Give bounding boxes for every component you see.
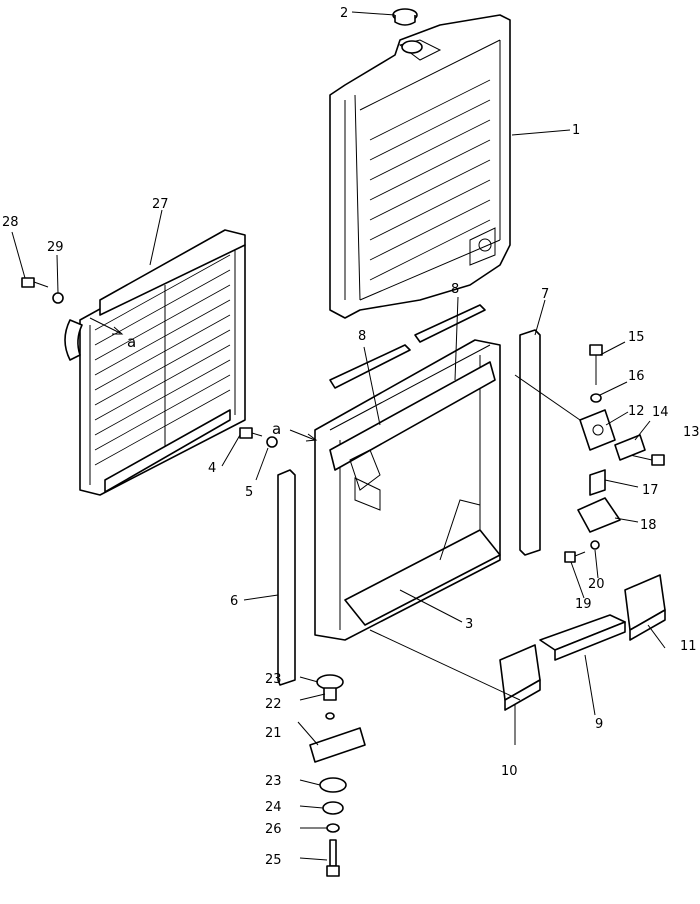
callout-12: 12 xyxy=(628,404,645,419)
callout-8b: 8 xyxy=(451,282,459,297)
seal-strip-7 xyxy=(519,329,541,556)
callout-18: 18 xyxy=(640,518,657,533)
washer-16 xyxy=(590,393,602,403)
block-11 xyxy=(624,574,666,641)
callout-28: 28 xyxy=(2,215,19,230)
callout-23a: 23 xyxy=(265,672,282,687)
callout-16: 16 xyxy=(628,369,645,384)
bolt-13 xyxy=(629,454,665,466)
callout-8a: 8 xyxy=(358,329,366,344)
callout-15: 15 xyxy=(628,330,645,345)
ref-a-2: a xyxy=(272,420,281,438)
bolt-28 xyxy=(21,277,49,288)
callout-23b: 23 xyxy=(265,774,282,789)
callout-29: 29 xyxy=(47,240,64,255)
callout-10: 10 xyxy=(501,764,518,779)
block-9 xyxy=(539,614,626,661)
callout-2: 2 xyxy=(340,6,348,21)
callout-17: 17 xyxy=(642,483,659,498)
callout-13: 13 xyxy=(683,425,700,440)
washer-20 xyxy=(590,540,600,550)
bracket-18 xyxy=(577,497,621,533)
radiator-cap xyxy=(392,8,418,26)
callout-4: 4 xyxy=(208,461,216,476)
callout-14: 14 xyxy=(652,405,669,420)
callout-6: 6 xyxy=(230,594,238,609)
callout-24: 24 xyxy=(265,800,282,815)
seal-strip-6 xyxy=(277,469,296,686)
ref-a-1: a xyxy=(127,333,136,351)
bolt-4 xyxy=(239,427,263,439)
callout-27: 27 xyxy=(152,197,169,212)
callout-25: 25 xyxy=(265,853,282,868)
rubber-strip-8b xyxy=(414,304,486,343)
washer-5 xyxy=(266,436,278,448)
reference-a-marks: a a xyxy=(89,317,318,442)
mount-stack xyxy=(309,674,366,877)
radiator-frame xyxy=(314,339,501,641)
callout-1: 1 xyxy=(572,123,580,138)
plate-14 xyxy=(614,434,646,461)
callout-26: 26 xyxy=(265,822,282,837)
side-cooler xyxy=(64,229,246,496)
callout-3: 3 xyxy=(465,617,473,632)
callout-19: 19 xyxy=(575,597,592,612)
callout-9: 9 xyxy=(595,717,603,732)
callout-11: 11 xyxy=(680,639,697,654)
block-10 xyxy=(499,644,541,711)
callout-21: 21 xyxy=(265,726,282,741)
bolt-15 xyxy=(589,344,603,385)
radiator-core xyxy=(329,14,511,319)
callout-20: 20 xyxy=(588,577,605,592)
leader-lines xyxy=(11,11,666,861)
washer-29 xyxy=(52,292,64,304)
rubber-strip-8a xyxy=(329,344,411,389)
collar-17 xyxy=(589,469,606,496)
bracket-12 xyxy=(579,409,616,451)
bolt-19 xyxy=(564,551,586,563)
callout-7: 7 xyxy=(541,287,549,302)
callout-5: 5 xyxy=(245,485,253,500)
callout-labels: 1 2 3 4 5 6 7 8 8 9 10 11 12 13 14 15 16… xyxy=(2,6,700,868)
callout-22: 22 xyxy=(265,697,282,712)
